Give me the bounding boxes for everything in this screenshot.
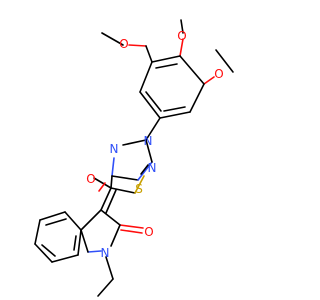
- triazole-nitrogen-left: N: [110, 142, 119, 156]
- atom-labels: O O O N N N O S O N: [86, 29, 223, 260]
- thiazole-sulfur: S: [135, 182, 143, 196]
- indolinone-carbonyl-oxygen: O: [144, 225, 153, 239]
- methoxy-oxygen-right: O: [214, 67, 223, 81]
- chemical-structure: O O O N N N O S O N: [34, 19, 234, 297]
- bonds: [34, 19, 234, 297]
- thiazolone-carbonyl-oxygen: O: [86, 172, 95, 186]
- indole-nitrogen: N: [101, 246, 110, 260]
- triazole-nitrogen-top: N: [144, 134, 153, 148]
- methoxy-oxygen-top: O: [177, 29, 186, 43]
- methoxy-oxygen-left: O: [119, 37, 128, 51]
- triazole-nitrogen-right: N: [148, 161, 157, 175]
